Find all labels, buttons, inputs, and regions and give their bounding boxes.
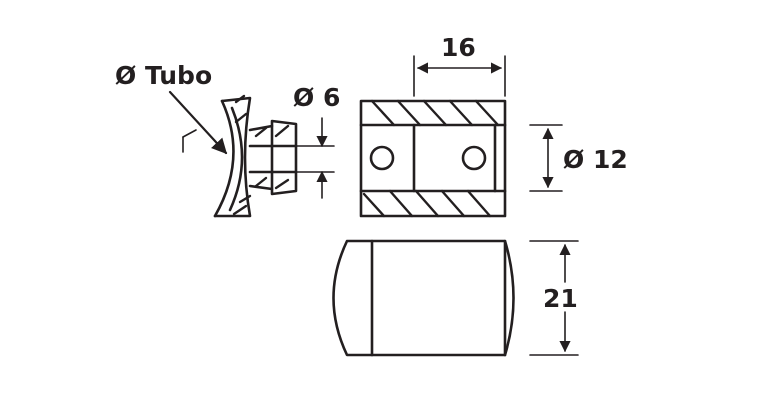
hole-diameter-dimension <box>295 117 335 199</box>
side-view <box>182 94 298 218</box>
hole-left-icon <box>369 145 395 171</box>
hole-diameter-label: Ø 6 <box>293 83 340 112</box>
width-dimension <box>529 240 579 356</box>
width-label: 21 <box>543 284 578 313</box>
tube-leader-arrow <box>168 90 228 155</box>
length-dimension <box>413 55 506 97</box>
top-view <box>332 239 515 357</box>
length-label: 16 <box>441 33 476 62</box>
body-diameter-label: Ø 12 <box>563 145 628 174</box>
tube-diameter-label: Ø Tubo <box>115 61 212 90</box>
hole-right-icon <box>461 145 487 171</box>
front-view <box>359 99 507 218</box>
body-diameter-dimension <box>529 124 563 192</box>
